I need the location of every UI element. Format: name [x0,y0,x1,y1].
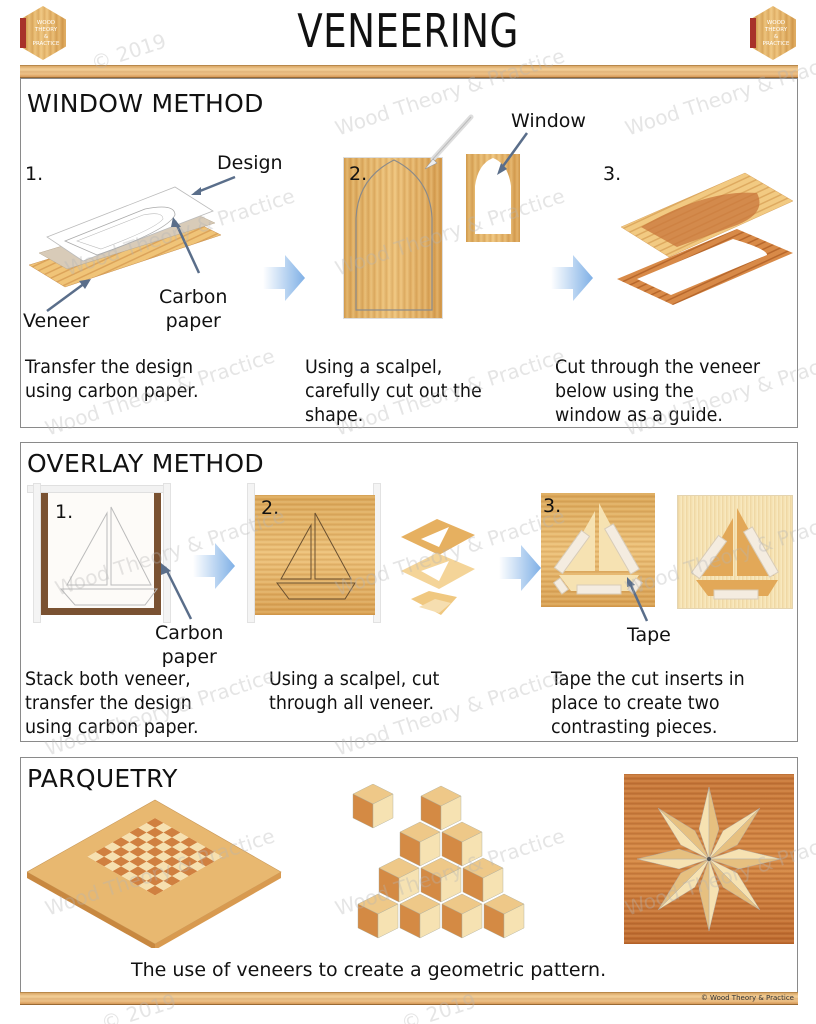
logo-text: WOOD THEORY & PRACTICE [28,20,64,48]
logo-word: THEORY [764,27,788,33]
pointer-arrow-icon [191,175,236,195]
pointer-arrow-icon [46,279,91,313]
step-number: 3. [603,163,622,185]
step-number: 2. [349,163,368,185]
design-label: Design [217,152,283,174]
next-step-arrow-icon [499,545,541,591]
step-number: 1. [55,501,74,523]
logo-word: THEORY [34,27,58,33]
cut-veneer-illustration [617,172,794,305]
cut-pieces-illustration [401,519,475,615]
carbon-paper-label: Carbon paper [159,286,228,332]
checkerboard-illustration [27,799,282,948]
pointer-arrow-icon [627,577,649,622]
step-caption: Using a scalpel, carefully cut out the s… [305,356,482,426]
bottom-wood-plank [20,992,798,1005]
veneer-sheet-with-shape [343,157,443,319]
eight-point-star-illustration [624,774,794,944]
page-title: VENEERING [297,4,519,58]
step-number: 3. [543,495,562,517]
logo-left: WOOD THEORY & PRACTICE [20,6,66,60]
step-number: 2. [261,497,280,519]
window-method-section: WINDOW METHOD 1. Design Carbon paper Ven… [20,78,798,428]
veneer-with-taped-inserts [541,493,655,607]
logo-word: PRACTICE [32,41,60,47]
tape-strip [27,485,167,493]
tape-label: Tape [627,624,671,646]
next-step-arrow-icon [263,255,305,301]
stacked-veneer [41,493,161,615]
step-caption: Using a scalpel, cut through all veneer. [269,668,440,714]
tape-strip [33,483,41,623]
logo-word: & [43,34,49,40]
pointer-arrow-icon [171,217,201,274]
pointer-arrow-icon [161,563,193,620]
window-frame [466,154,520,242]
logo-right: WOOD THEORY & PRACTICE [750,6,796,60]
overlay-method-section: OVERLAY METHOD 1. Carbon paper 2. [20,442,798,742]
next-step-arrow-icon [551,255,593,301]
carbon-paper-label: Carbon paper [155,622,224,668]
top-wood-plank [20,65,798,78]
copyright-credit: © Wood Theory & Practice [700,994,794,1002]
layered-sheets-illustration [28,186,222,288]
next-step-arrow-icon [193,543,235,589]
step-caption: Transfer the design using carbon paper. [25,356,199,402]
step-caption: Tape the cut inserts in place to create … [551,668,745,738]
logo-word: WOOD [36,20,56,26]
section-title: OVERLAY METHOD [27,449,264,478]
logo-text: WOOD THEORY & PRACTICE [758,20,794,48]
section-title: WINDOW METHOD [27,89,264,118]
section-title: PARQUETRY [27,764,178,793]
veneer-label: Veneer [23,310,90,332]
veneer-with-sailboat [255,495,375,615]
parquetry-section: PARQUETRY [20,757,798,993]
tape-strip [163,483,171,623]
logo-word: & [773,34,779,40]
step-caption: Stack both veneer, transfer the design u… [25,668,199,738]
stacked-cubes-illustration [352,784,525,939]
scalpel-icon [424,114,474,170]
step-number: 1. [25,163,44,185]
contrasting-piece [677,495,793,609]
tape-strip [247,483,255,623]
logo-word: PRACTICE [762,41,790,47]
logo-word: WOOD [766,20,786,26]
parquetry-caption: The use of veneers to create a geometric… [131,959,607,981]
pointer-arrow-icon [497,132,529,175]
window-label: Window [511,110,586,132]
step-caption: Cut through the veneer below using the w… [555,356,761,426]
